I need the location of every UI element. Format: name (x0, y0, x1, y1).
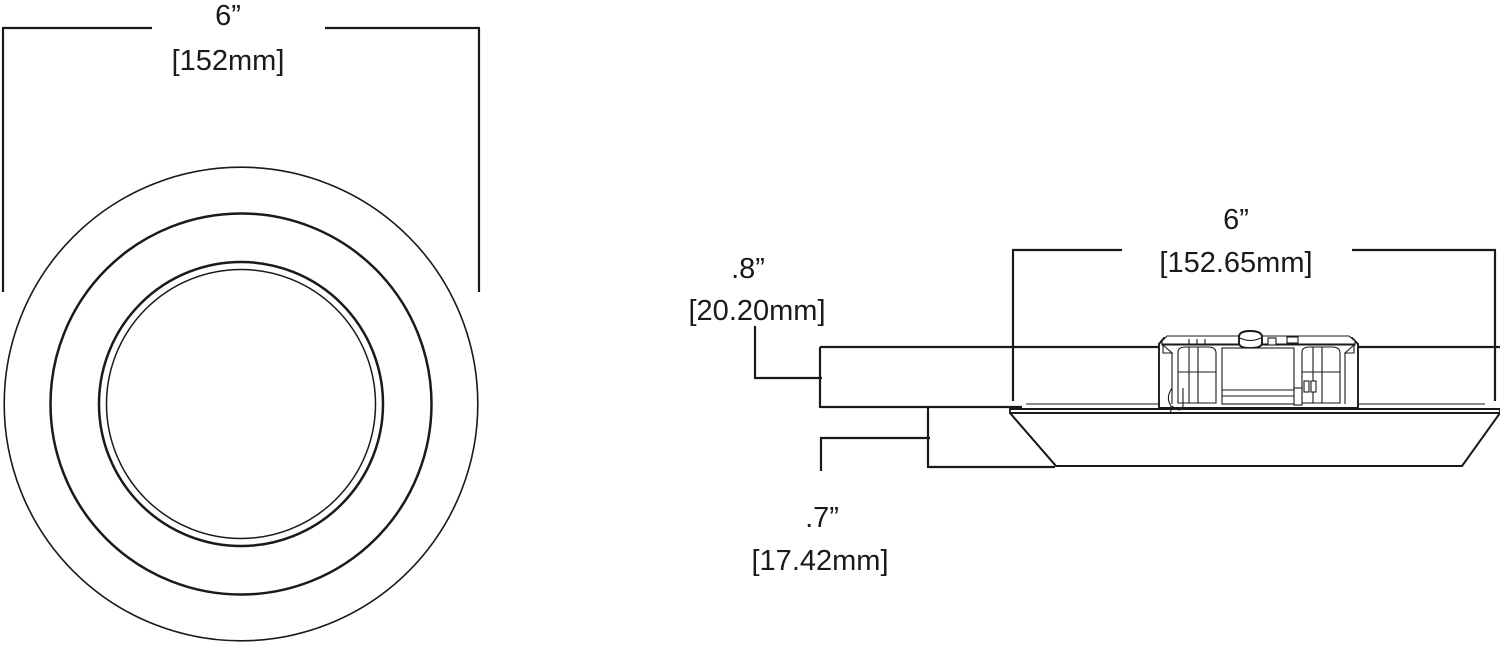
ceiling-thickness-leader (753, 326, 822, 380)
plan-view (3, 166, 479, 642)
dimension-labels: 6” [152mm] 6” [152.65mm] .8” [20.20mm] .… (172, 0, 1313, 577)
trim-depth-leader (819, 436, 930, 471)
inner-aperture-outer-circle (97, 260, 385, 548)
outer-flange-circle (3, 166, 479, 642)
clip-pin-2 (1310, 380, 1317, 393)
trim-ring-circle (49, 212, 433, 596)
lid-slot-4 (1267, 337, 1277, 346)
gusset-left (1162, 343, 1174, 354)
center-knob (1238, 330, 1263, 349)
plan-dim-metric-label: [152mm] (172, 45, 285, 77)
spring-clip-right-body (1301, 346, 1341, 404)
ceiling-thickness-metric-label: [20.20mm] (689, 295, 826, 327)
trim-plate-body (1009, 408, 1500, 467)
driver-tab (1293, 387, 1303, 406)
section-dim-imperial-label: 6” (1223, 204, 1249, 236)
trim-plate-profile (1009, 403, 1500, 467)
spring-clip-left-body (1177, 346, 1217, 404)
trim-depth-imperial-label: .7” (805, 502, 839, 534)
spring-clip-left-hook (1171, 405, 1184, 409)
plan-diameter-dimension (1, 26, 481, 292)
trim-plate-right-bevel (1461, 412, 1500, 467)
driver-box (1221, 347, 1295, 405)
trim-plate-left-bevel (1009, 412, 1057, 467)
lid-slot-5 (1286, 336, 1299, 344)
section-width-dimension (1011, 248, 1497, 401)
center-knob-seam (1239, 337, 1262, 342)
plan-dim-imperial-label: 6” (215, 0, 241, 32)
section-dim-metric-label: [152.65mm] (1159, 247, 1312, 279)
clip-pin-1 (1303, 380, 1310, 393)
inner-aperture-inner-circle (105, 268, 377, 540)
trim-depth-metric-label: [17.42mm] (752, 545, 889, 577)
wire-lead (1167, 387, 1173, 413)
ceiling-thickness-imperial-label: .8” (731, 253, 765, 285)
spring-clip-left-tail (1177, 388, 1184, 411)
gusset-right (1343, 343, 1355, 354)
junction-box-assembly (1158, 330, 1359, 413)
